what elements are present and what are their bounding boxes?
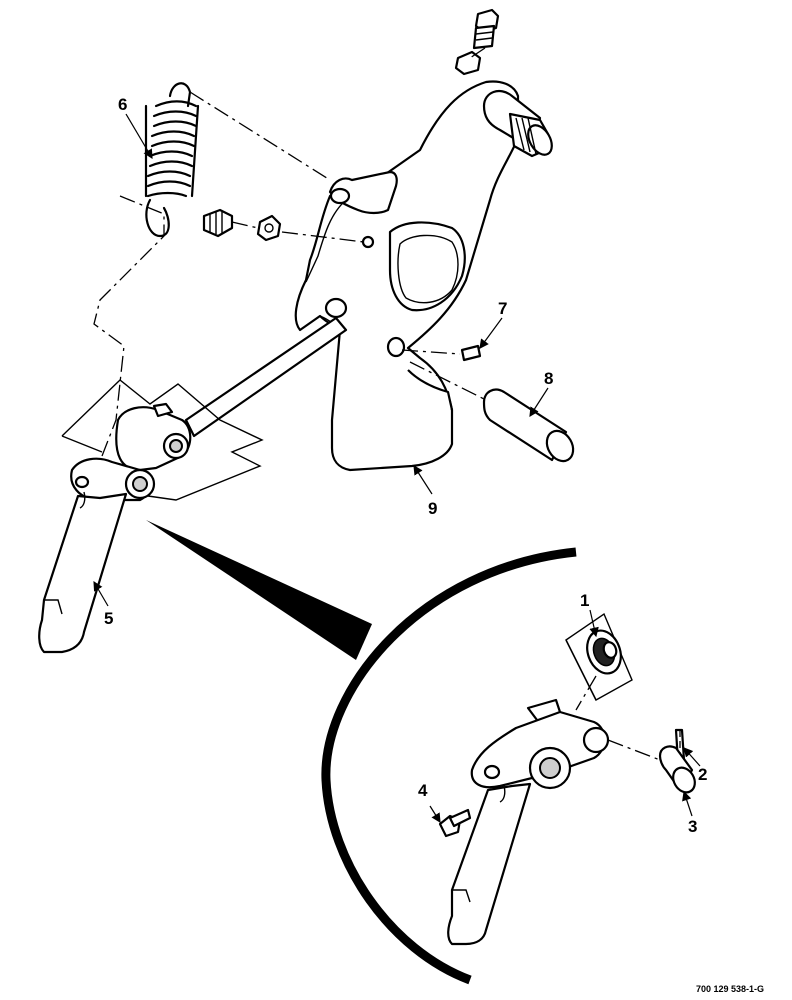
leader-lines (93, 113, 701, 824)
callout-3: 3 (688, 817, 697, 836)
figure-reference: 700 129 538-1-G (696, 984, 764, 994)
callout-4: 4 (418, 781, 428, 800)
stub-shaft (482, 89, 553, 158)
callout-7: 7 (498, 299, 507, 318)
pin-7 (401, 344, 482, 362)
arm-5 (38, 491, 128, 654)
spring-6 (144, 82, 331, 238)
callout-2: 2 (698, 765, 707, 784)
detail-lever (447, 698, 610, 946)
detail-pointer (146, 520, 372, 660)
link-assembly (70, 402, 192, 502)
bolt-top (454, 8, 500, 76)
detail-circle-arc (321, 547, 577, 985)
callout-9: 9 (428, 499, 437, 518)
long-rod (184, 316, 348, 438)
fitting-top (202, 208, 365, 243)
callout-1: 1 (580, 591, 589, 610)
callout-6: 6 (118, 95, 127, 114)
plate-9 (294, 80, 522, 472)
callout-8: 8 (544, 369, 553, 388)
fitting-4 (438, 808, 472, 838)
callout-5: 5 (104, 609, 113, 628)
shaft-8 (409, 361, 575, 463)
bearing-1 (565, 612, 633, 711)
bushing-3 (607, 739, 696, 794)
